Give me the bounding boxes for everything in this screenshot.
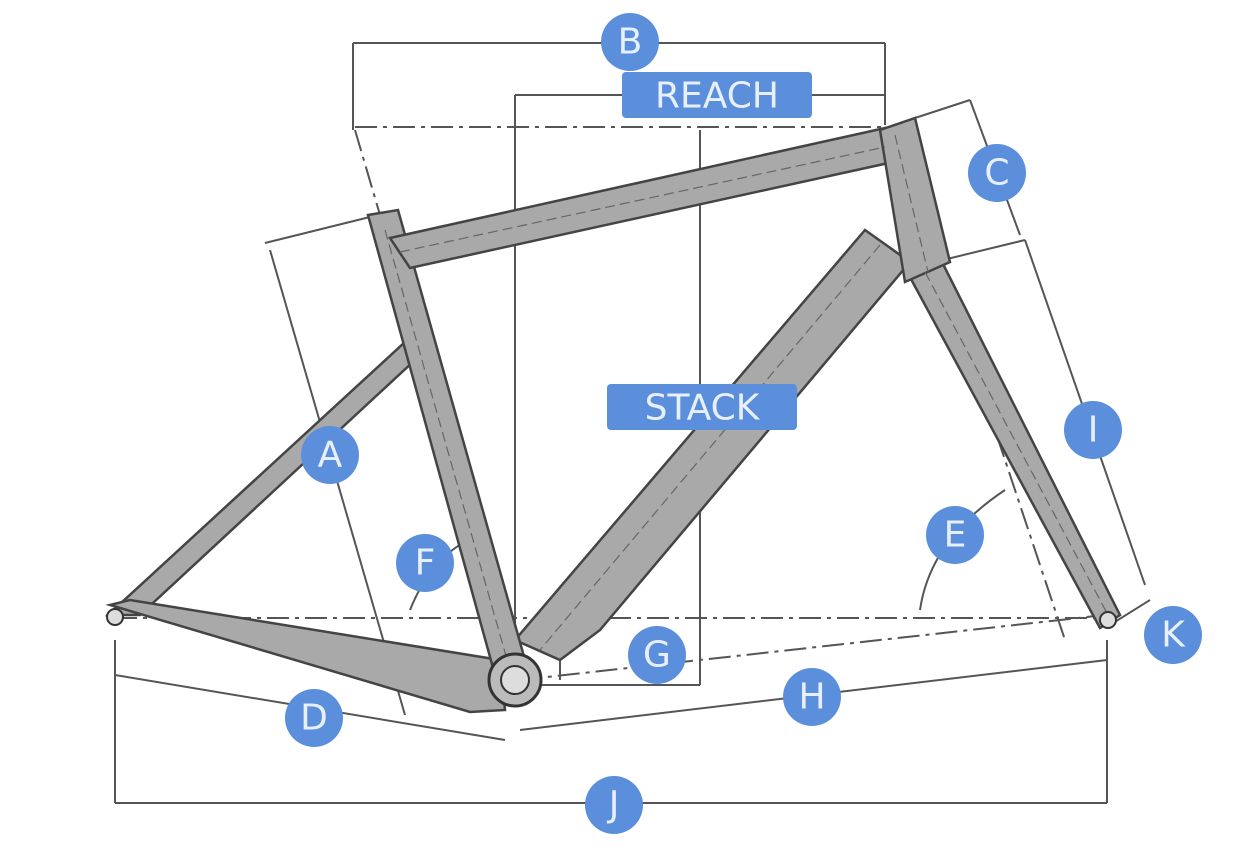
label-j: J <box>585 776 643 834</box>
head-tube <box>878 116 952 284</box>
svg-text:J: J <box>607 785 620 826</box>
bike-frame <box>104 116 1122 714</box>
label-g: G <box>628 626 686 684</box>
label-k: K <box>1144 606 1202 664</box>
top-tube <box>387 126 895 270</box>
label-d: D <box>285 689 343 747</box>
rear-dropout <box>106 608 124 626</box>
svg-text:A: A <box>318 435 343 476</box>
svg-text:REACH: REACH <box>655 76 779 117</box>
label-c: C <box>968 144 1026 202</box>
label-b: B <box>601 13 659 71</box>
label-stack: STACK <box>607 384 797 430</box>
label-reach: REACH <box>622 72 812 118</box>
label-h: H <box>783 668 841 726</box>
svg-text:C: C <box>984 153 1009 194</box>
seat-tube <box>366 208 527 677</box>
svg-text:E: E <box>944 515 967 556</box>
svg-text:B: B <box>618 22 643 63</box>
label-f: F <box>396 534 454 592</box>
label-a: A <box>301 426 359 484</box>
seatstay <box>104 340 417 617</box>
svg-text:K: K <box>1161 615 1186 656</box>
svg-text:F: F <box>415 543 436 584</box>
svg-text:H: H <box>798 677 825 718</box>
front-dropout <box>1099 611 1117 629</box>
svg-text:STACK: STACK <box>645 388 761 429</box>
svg-text:I: I <box>1088 410 1099 451</box>
svg-text:D: D <box>300 698 328 739</box>
label-i: I <box>1064 401 1122 459</box>
label-e: E <box>926 506 984 564</box>
svg-text:G: G <box>643 635 671 676</box>
